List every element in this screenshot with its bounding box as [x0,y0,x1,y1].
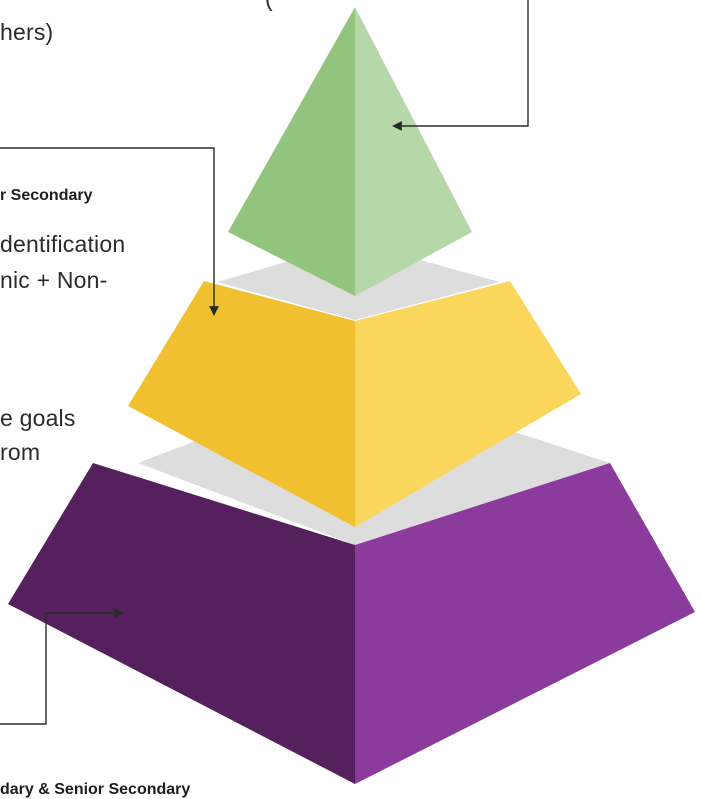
middle-tier-line-3: e goals [0,405,76,431]
top-tier-label-line: hers) [0,19,54,45]
top-tier-right-face [355,7,472,296]
bottom-tier-left-face [8,463,355,784]
top-tier-left-face [228,7,355,296]
middle-tier-heading: r Secondary [0,187,93,204]
top-tier-label-paren: ( [265,0,273,13]
middle-tier-connector-arrow [0,147,219,316]
bottom-tier-right-face [355,463,695,784]
middle-tier-right-face [355,281,581,527]
bottom-tier-connector-arrow [0,608,124,725]
top-tier-connector-arrow [392,0,529,131]
middle-tier-line-4: rom [0,439,41,465]
middle-tier-left-face [128,281,355,527]
bottom-tier-heading: dary & Senior Secondary [0,781,191,798]
middle-tier-line-1: dentification [0,231,126,257]
middle-tier-line-2: nic + Non- [0,267,108,293]
